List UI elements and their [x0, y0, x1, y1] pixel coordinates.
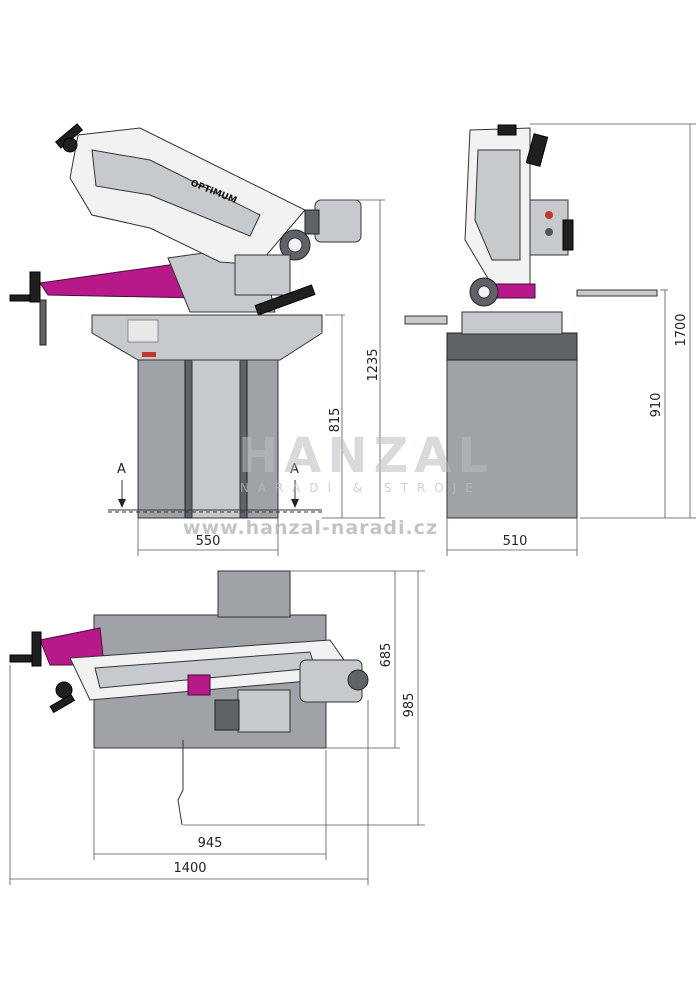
- watermark-url: www.hanzal-naradi.cz: [183, 517, 438, 539]
- front-table: [91, 314, 323, 361]
- dim-front-base-width: 550: [196, 534, 221, 549]
- dim-top-width-base: 945: [198, 836, 223, 851]
- watermark-name: HANZAL: [238, 428, 494, 484]
- section-marker-left: A: [117, 462, 126, 477]
- dim-side-base-width: 510: [503, 534, 528, 549]
- side-dimensions: 910 1700 510: [446, 123, 696, 556]
- front-dimensions: 815 1235 550: [137, 199, 385, 556]
- top-view: [9, 570, 369, 826]
- dim-side-total-height: 1700: [674, 313, 689, 346]
- side-control-box: [529, 199, 569, 256]
- dim-top-depth-small: 685: [379, 643, 394, 668]
- front-motor: [314, 199, 362, 243]
- dim-top-depth-total: 985: [402, 693, 417, 718]
- dim-front-table-height: 815: [328, 408, 343, 433]
- side-pedestal: [446, 359, 578, 519]
- top-dimensions: 685 985 945 1400: [9, 570, 425, 885]
- dim-side-table-height: 910: [649, 393, 664, 418]
- dim-front-total-height: 1235: [366, 348, 381, 381]
- side-view: [404, 124, 658, 519]
- top-column-block: [217, 570, 291, 618]
- section-marker-right: A: [290, 462, 299, 477]
- dim-top-width-total: 1400: [173, 861, 206, 876]
- watermark: HANZAL NÁŘADÍ & STROJE www.hanzal-naradi…: [183, 428, 494, 539]
- front-view: OPTIMUM A A: [9, 123, 362, 519]
- watermark-tagline: NÁŘADÍ & STROJE: [240, 480, 482, 495]
